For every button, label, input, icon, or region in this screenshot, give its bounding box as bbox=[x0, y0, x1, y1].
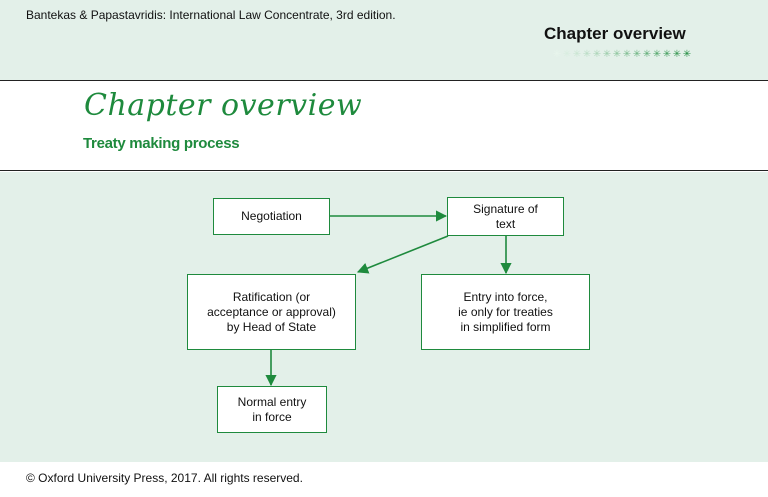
page-title: Chapter overview bbox=[84, 88, 363, 123]
progress-star-icon: ✳ bbox=[592, 49, 602, 60]
progress-star-icon: ✳ bbox=[672, 49, 682, 60]
source-citation: Bantekas & Papastavridis: International … bbox=[26, 8, 396, 22]
progress-star-icon: ✳ bbox=[632, 49, 642, 60]
progress-star-icon: ✳ bbox=[552, 49, 562, 60]
progress-star-icon: ✳ bbox=[622, 49, 632, 60]
diagram-area: Negotiation Signature of text Ratificati… bbox=[0, 172, 768, 462]
progress-star-icon: ✳ bbox=[582, 49, 592, 60]
page-subtitle: Treaty making process bbox=[83, 135, 240, 152]
progress-star-icon: ✳ bbox=[572, 49, 582, 60]
copyright-footer: © Oxford University Press, 2017. All rig… bbox=[26, 471, 303, 485]
node-entry-simplified: Entry into force, ie only for treaties i… bbox=[421, 274, 590, 350]
progress-star-icon: ✳ bbox=[612, 49, 622, 60]
node-negotiation: Negotiation bbox=[213, 198, 330, 235]
progress-star-icon: ✳ bbox=[682, 49, 692, 60]
title-band: Chapter overview Treaty making process bbox=[0, 82, 768, 171]
progress-star-icon: ✳ bbox=[652, 49, 662, 60]
progress-star-icon: ✳ bbox=[562, 49, 572, 60]
node-signature: Signature of text bbox=[447, 197, 564, 236]
diagram-arrows bbox=[265, 210, 512, 387]
progress-star-icon: ✳ bbox=[662, 49, 672, 60]
progress-star-icon: ✳ bbox=[642, 49, 652, 60]
header-band: Bantekas & Papastavridis: International … bbox=[0, 0, 768, 81]
progress-stars: ✳✳✳✳✳✳✳✳✳✳✳✳✳✳ bbox=[552, 49, 692, 60]
arrow-signature-to-ratification bbox=[356, 235, 449, 274]
slide-header-title: Chapter overview bbox=[544, 24, 686, 43]
node-ratification: Ratification (or acceptance or approval)… bbox=[187, 274, 356, 350]
progress-star-icon: ✳ bbox=[602, 49, 612, 60]
node-normal-entry: Normal entry in force bbox=[217, 386, 327, 433]
